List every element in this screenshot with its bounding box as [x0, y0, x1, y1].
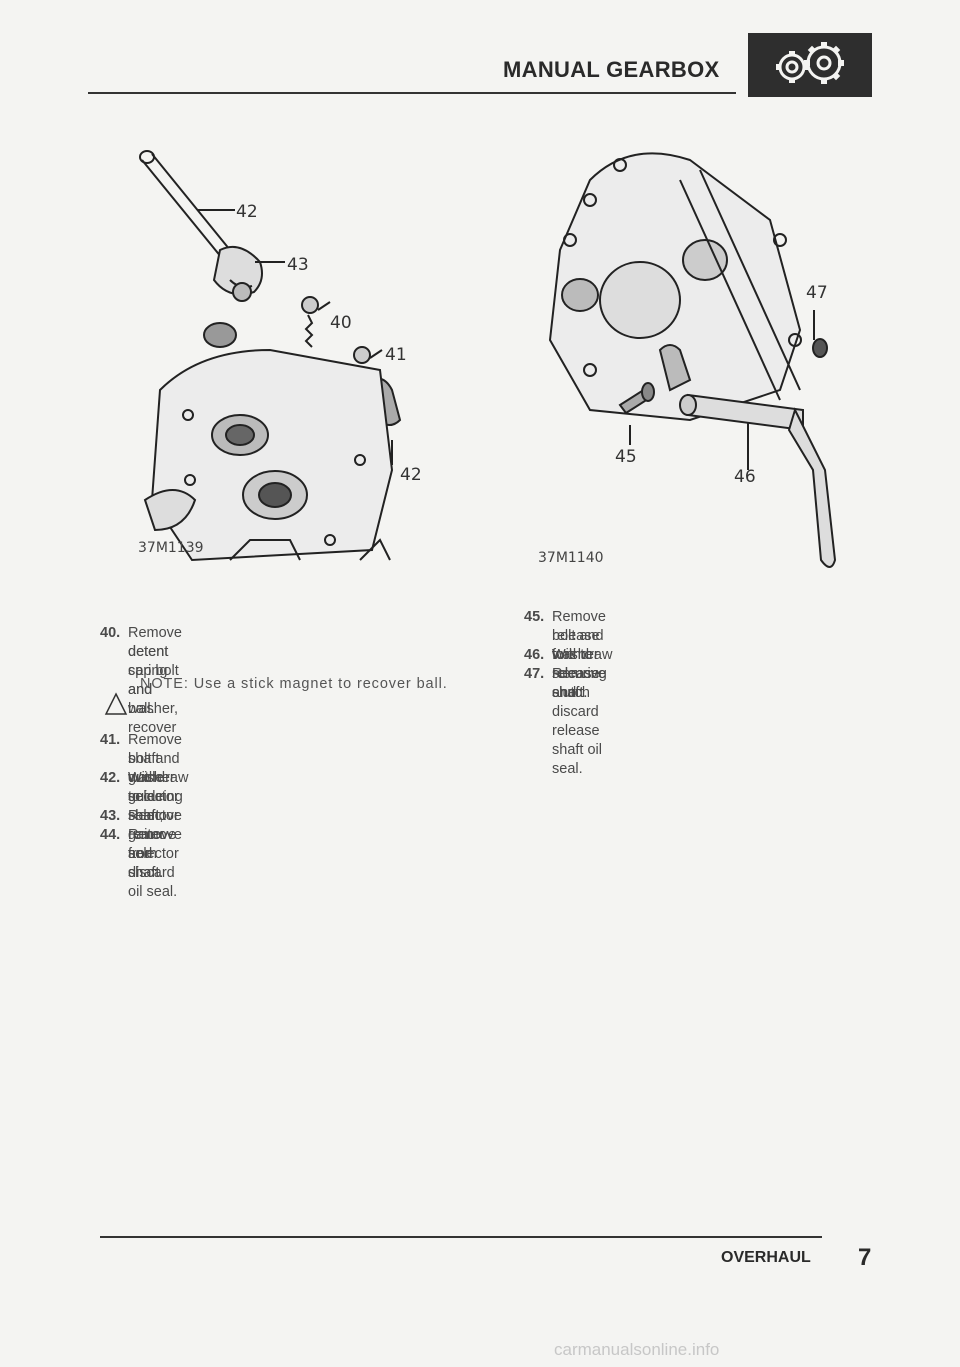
callout-42-lower: 42 [400, 465, 422, 485]
step-text-line: Withdraw selector shaft; remove selector… [128, 770, 189, 881]
step-text-line: release fork to release shaft. [552, 628, 600, 701]
footer-rule [100, 1236, 822, 1238]
step-number: 47. [524, 666, 545, 682]
step-number: 43. [100, 808, 121, 824]
figure-release-shaft: 47 45 46 37M1140 [530, 140, 860, 585]
note-text: NOTE: Use a stick magnet to recover ball… [140, 676, 448, 692]
callout-45: 45 [615, 447, 637, 467]
caution-triangle-icon [104, 692, 128, 721]
figure-selector-shaft: 42 43 40 41 42 37M1139 [130, 140, 430, 585]
callout-43: 43 [287, 255, 309, 275]
step-number: 44. [100, 827, 121, 843]
watermark: carmanualsonline.info [554, 1340, 720, 1359]
step-text-line: Remove bolt and washer securing selector [128, 732, 183, 824]
step-text-line: Remove gaiter from shaft. [128, 808, 182, 881]
step-text-line: Remove and discard release shaft oil sea… [552, 666, 606, 777]
step-text-line: Withdraw release shaft. [552, 647, 613, 701]
step-text-line: detent spring and ball. [128, 644, 169, 717]
step-text-line: Remove detent cap bolt and washer, recov… [128, 625, 182, 736]
step-number: 40. [100, 625, 121, 641]
step-text-line: shaft guide to shaft. [128, 751, 164, 824]
gearbox-gears-icon [748, 33, 872, 97]
header-rule [88, 92, 736, 94]
step-text-line: guide. [128, 789, 168, 805]
callout-47: 47 [806, 283, 828, 303]
step-text-line: Remove and discard oil seal. [128, 827, 182, 900]
callout-41: 41 [385, 345, 407, 365]
callout-46: 46 [734, 467, 756, 487]
figure-reference: 37M1140 [538, 550, 604, 566]
step-number: 41. [100, 732, 121, 748]
page-number: 7 [858, 1244, 872, 1271]
step-number: 46. [524, 647, 545, 663]
figure-reference: 37M1139 [138, 540, 204, 556]
step-text-line: Remove bolt and washer securing clutch [552, 609, 607, 701]
callout-40: 40 [330, 313, 352, 333]
callout-42: 42 [236, 202, 258, 222]
step-number: 42. [100, 770, 121, 786]
page-header-title: MANUAL GEARBOX [503, 57, 720, 82]
step-number: 45. [524, 609, 545, 625]
footer-section-label: OVERHAUL [721, 1249, 811, 1266]
